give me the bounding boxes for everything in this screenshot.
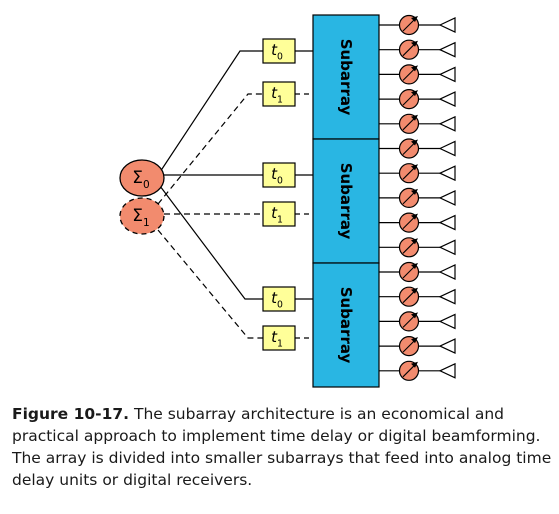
antenna-icon	[438, 66, 456, 83]
antenna-icon	[438, 338, 456, 355]
antenna-element	[379, 138, 456, 159]
figure-label: Figure 10-17.	[12, 405, 130, 423]
antenna-icon	[438, 239, 456, 256]
summing-node	[119, 197, 165, 235]
phase-arrow-head	[411, 213, 418, 220]
time-delay-label: t0	[271, 41, 283, 63]
summing-node	[119, 159, 165, 197]
phase-arrow-head	[411, 361, 418, 368]
time-delay-box	[262, 286, 296, 312]
antenna-element	[379, 39, 456, 60]
phase-arrow-head	[411, 65, 418, 72]
subarray-block	[312, 262, 380, 388]
time-delay-units: t0 t1 t0 t1 t0 t1	[262, 38, 296, 351]
time-delay-label: t1	[271, 328, 283, 350]
phase-arrow-head	[411, 16, 418, 22]
antenna-icon	[438, 17, 456, 33]
summer-to-delay-line	[159, 50, 263, 173]
antenna-icon	[438, 313, 456, 330]
antenna-element	[379, 187, 456, 208]
time-delay-label: t0	[271, 165, 283, 187]
antenna-elements	[379, 14, 456, 381]
time-delay-box	[262, 325, 296, 351]
time-delay-box	[262, 201, 296, 227]
phase-arrow-head	[411, 114, 418, 121]
antenna-icon	[438, 189, 456, 206]
summing-node-label: Σ0	[132, 168, 149, 191]
phase-arrow-head	[411, 139, 418, 146]
antenna-element	[379, 113, 456, 134]
time-delay-box	[262, 38, 296, 64]
summer-to-delay-line	[159, 185, 263, 300]
phase-arrow-head	[411, 90, 418, 97]
antenna-element	[379, 212, 456, 233]
connection-lines	[157, 50, 313, 339]
phase-arrow-head	[411, 312, 418, 319]
antenna-element	[379, 360, 456, 381]
antenna-element	[379, 163, 456, 184]
antenna-icon	[438, 288, 456, 305]
antenna-element	[379, 88, 456, 110]
time-delay-box	[262, 81, 296, 107]
phase-arrow-head	[411, 188, 418, 195]
time-delay-label: t1	[271, 204, 283, 226]
antenna-element	[379, 311, 456, 332]
antenna-element	[379, 286, 456, 307]
antenna-icon	[438, 264, 456, 280]
antenna-element	[379, 64, 456, 85]
antenna-icon	[438, 165, 456, 182]
phase-arrow-head	[411, 238, 418, 245]
phase-arrow-head	[411, 337, 418, 344]
figure-caption: Figure 10-17. The subarray architecture …	[12, 403, 552, 491]
antenna-icon	[438, 91, 456, 108]
phase-arrow-head	[411, 164, 418, 171]
time-delay-label: t1	[271, 84, 283, 106]
antenna-icon	[438, 41, 456, 58]
antenna-icon	[438, 115, 456, 132]
antenna-element	[379, 237, 456, 258]
antenna-icon	[438, 214, 456, 231]
subarray-label: Subarray	[337, 287, 355, 364]
summer-to-delay-line	[157, 229, 263, 339]
subarray-block	[312, 138, 380, 264]
time-delay-box	[262, 162, 296, 188]
antenna-element	[379, 336, 456, 357]
subarray-label: Subarray	[337, 163, 355, 240]
summer-to-delay-line	[157, 93, 263, 205]
antenna-icon	[438, 362, 456, 379]
subarray-label: Subarray	[337, 39, 355, 116]
phase-arrow-head	[411, 287, 418, 294]
antenna-icon	[438, 140, 456, 157]
phase-arrow-head	[411, 40, 418, 47]
time-delay-label: t0	[271, 289, 283, 311]
caption-text: The subarray architecture is an economic…	[12, 405, 552, 489]
phase-arrow-head	[411, 263, 418, 269]
antenna-element	[379, 261, 456, 283]
summing-node-label: Σ1	[132, 206, 149, 229]
antenna-element	[379, 14, 456, 36]
